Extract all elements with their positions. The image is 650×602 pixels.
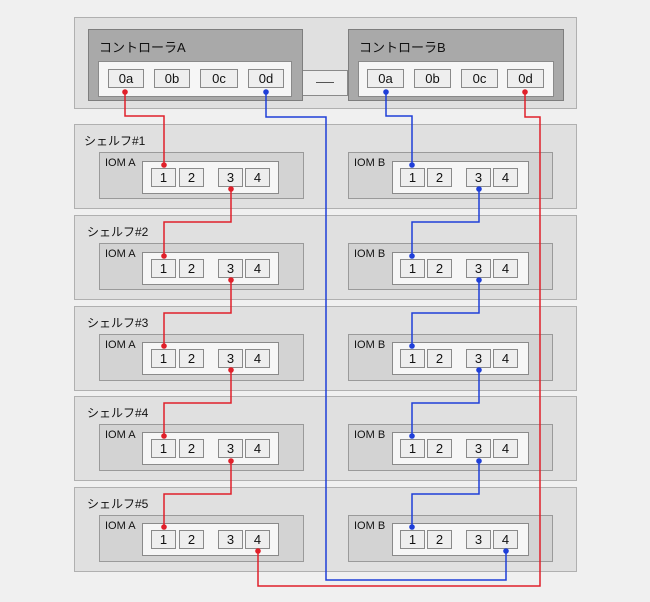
shelf-1-title: シェルフ#1 xyxy=(84,134,146,148)
blue-dot-ctrlB-0a xyxy=(383,89,389,95)
shelf-3-title: シェルフ#3 xyxy=(87,316,149,330)
blue-cable-shelf2-to-shelf3 xyxy=(411,280,480,346)
shelf-2-iom-a-port-2[interactable]: 2 xyxy=(179,259,204,278)
shelf-1-iom-a-port-1[interactable]: 1 xyxy=(151,168,176,187)
shelf-5-iom-b-port-1[interactable]: 1 xyxy=(400,530,425,549)
blue-cable-shelf4-to-shelf5 xyxy=(411,461,480,527)
shelf-2-iom-b-port-1[interactable]: 1 xyxy=(400,259,425,278)
blue-dot-shelf2-iomB-1 xyxy=(409,253,415,259)
blue-dot-shelf5-iomB-1 xyxy=(409,524,415,530)
shelf-1-iom-b-port-4[interactable]: 4 xyxy=(493,168,518,187)
shelf-3-iom-a-port-4[interactable]: 4 xyxy=(245,349,270,368)
shelf-1-iom-b-port-2[interactable]: 2 xyxy=(427,168,452,187)
shelf-3-iom-b-port-1[interactable]: 1 xyxy=(400,349,425,368)
shelf-4-iom-b-port-4[interactable]: 4 xyxy=(493,439,518,458)
controller-b-port-0d[interactable]: 0d xyxy=(507,69,544,88)
shelf-3-iom-b-port-4[interactable]: 4 xyxy=(493,349,518,368)
controller-b-title: コントローラB xyxy=(359,40,446,55)
shelf-4-iom-a-port-3[interactable]: 3 xyxy=(218,439,243,458)
interconnect-line xyxy=(316,82,334,83)
shelf-4-iom-a-label: IOM A xyxy=(105,429,136,441)
blue-dot-shelf1-iomB-3 xyxy=(476,186,482,192)
shelf-2-iom-a-port-1[interactable]: 1 xyxy=(151,259,176,278)
blue-dot-shelf3-iomB-1 xyxy=(409,343,415,349)
controller-b-port-0c[interactable]: 0c xyxy=(461,69,498,88)
shelf-3-iom-b-port-2[interactable]: 2 xyxy=(427,349,452,368)
shelf-4-iom-b-port-1[interactable]: 1 xyxy=(400,439,425,458)
shelf-4-iom-b-port-3[interactable]: 3 xyxy=(466,439,491,458)
shelf-2-iom-b-port-2[interactable]: 2 xyxy=(427,259,452,278)
red-cable-ctrlA-0a-to-shelf1-iomA-1 xyxy=(124,92,165,165)
shelf-1-iom-a-port-3[interactable]: 3 xyxy=(218,168,243,187)
red-cable-shelf4-to-shelf5 xyxy=(163,461,232,527)
shelf-2-iom-a-port-4[interactable]: 4 xyxy=(245,259,270,278)
shelf-4-iom-a-port-4[interactable]: 4 xyxy=(245,439,270,458)
shelf-1-iom-b-label: IOM B xyxy=(354,157,386,169)
shelf-1-iom-a-port-4[interactable]: 4 xyxy=(245,168,270,187)
red-dot-shelf5-iomA-1 xyxy=(161,524,167,530)
red-dot-shelf1-iomA-3 xyxy=(228,186,234,192)
blue-dot-shelf1-iomB-1 xyxy=(409,162,415,168)
red-dot-shelf1-iomA-1 xyxy=(161,162,167,168)
blue-cable-shelf1-to-shelf2 xyxy=(411,189,480,256)
shelf-5-iom-b-label: IOM B xyxy=(354,520,386,532)
shelf-5-iom-b-port-2[interactable]: 2 xyxy=(427,530,452,549)
red-dot-ctrlA-0a xyxy=(122,89,128,95)
shelf-1-iom-a-label: IOM A xyxy=(105,157,136,169)
shelf-2-iom-b-port-4[interactable]: 4 xyxy=(493,259,518,278)
shelf-4-iom-b-label: IOM B xyxy=(354,429,386,441)
controller-a-port-0b[interactable]: 0b xyxy=(154,69,190,88)
shelf-1-iom-a-port-2[interactable]: 2 xyxy=(179,168,204,187)
shelf-4-iom-b-port-2[interactable]: 2 xyxy=(427,439,452,458)
blue-dot-shelf4-iomB-1 xyxy=(409,433,415,439)
controller-b-port-0b[interactable]: 0b xyxy=(414,69,451,88)
red-dot-shelf3-iomA-1 xyxy=(161,343,167,349)
shelf-5-iom-a-port-3[interactable]: 3 xyxy=(218,530,243,549)
blue-dot-shelf5-iomB-4 xyxy=(503,548,509,554)
controller-a-title: コントローラA xyxy=(99,40,186,55)
shelf-3-iom-b-port-3[interactable]: 3 xyxy=(466,349,491,368)
shelf-5-iom-a-port-2[interactable]: 2 xyxy=(179,530,204,549)
shelf-5-iom-a-label: IOM A xyxy=(105,520,136,532)
shelf-2-title: シェルフ#2 xyxy=(87,225,149,239)
blue-dot-ctrlA-0d xyxy=(263,89,269,95)
shelf-5-iom-a-port-1[interactable]: 1 xyxy=(151,530,176,549)
shelf-4-iom-a-port-1[interactable]: 1 xyxy=(151,439,176,458)
red-cable-shelf1-to-shelf2 xyxy=(163,189,232,256)
shelf-3-iom-a-port-2[interactable]: 2 xyxy=(179,349,204,368)
shelf-2-iom-b-port-3[interactable]: 3 xyxy=(466,259,491,278)
red-dot-shelf4-iomA-3 xyxy=(228,458,234,464)
shelf-2-iom-a-label: IOM A xyxy=(105,248,136,260)
shelf-4-iom-a-port-2[interactable]: 2 xyxy=(179,439,204,458)
shelf-3-iom-a-port-1[interactable]: 1 xyxy=(151,349,176,368)
shelf-5-iom-b-port-3[interactable]: 3 xyxy=(466,530,491,549)
red-dot-shelf2-iomA-3 xyxy=(228,277,234,283)
shelf-3-iom-b-label: IOM B xyxy=(354,339,386,351)
red-dot-shelf4-iomA-1 xyxy=(161,433,167,439)
shelf-4-title: シェルフ#4 xyxy=(87,406,149,420)
red-cable-shelf2-to-shelf3 xyxy=(163,280,232,346)
blue-cable-ctrlB-0a-to-shelf1-iomB-1 xyxy=(385,92,413,165)
controller-a-port-0d[interactable]: 0d xyxy=(248,69,284,88)
red-cable-shelf3-to-shelf4 xyxy=(163,370,232,436)
blue-dot-shelf3-iomB-3 xyxy=(476,367,482,373)
blue-cable-shelf5-iomB-4-to-ctrlA-0d xyxy=(265,92,507,581)
red-dot-shelf5-iomA-4 xyxy=(255,548,261,554)
blue-dot-shelf4-iomB-3 xyxy=(476,458,482,464)
controller-a-port-0c[interactable]: 0c xyxy=(200,69,238,88)
blue-dot-shelf2-iomB-3 xyxy=(476,277,482,283)
red-dot-ctrlB-0d xyxy=(522,89,528,95)
shelf-2-iom-b-label: IOM B xyxy=(354,248,386,260)
red-dot-shelf3-iomA-3 xyxy=(228,367,234,373)
shelf-3-iom-a-label: IOM A xyxy=(105,339,136,351)
red-dot-shelf2-iomA-1 xyxy=(161,253,167,259)
shelf-5-title: シェルフ#5 xyxy=(87,497,149,511)
controller-b-port-0a[interactable]: 0a xyxy=(367,69,404,88)
blue-cable-shelf3-to-shelf4 xyxy=(411,370,480,436)
controller-a-port-0a[interactable]: 0a xyxy=(108,69,144,88)
red-cable-shelf5-iomA-4-to-ctrlB-0d xyxy=(257,92,541,587)
shelf-1-iom-b-port-1[interactable]: 1 xyxy=(400,168,425,187)
